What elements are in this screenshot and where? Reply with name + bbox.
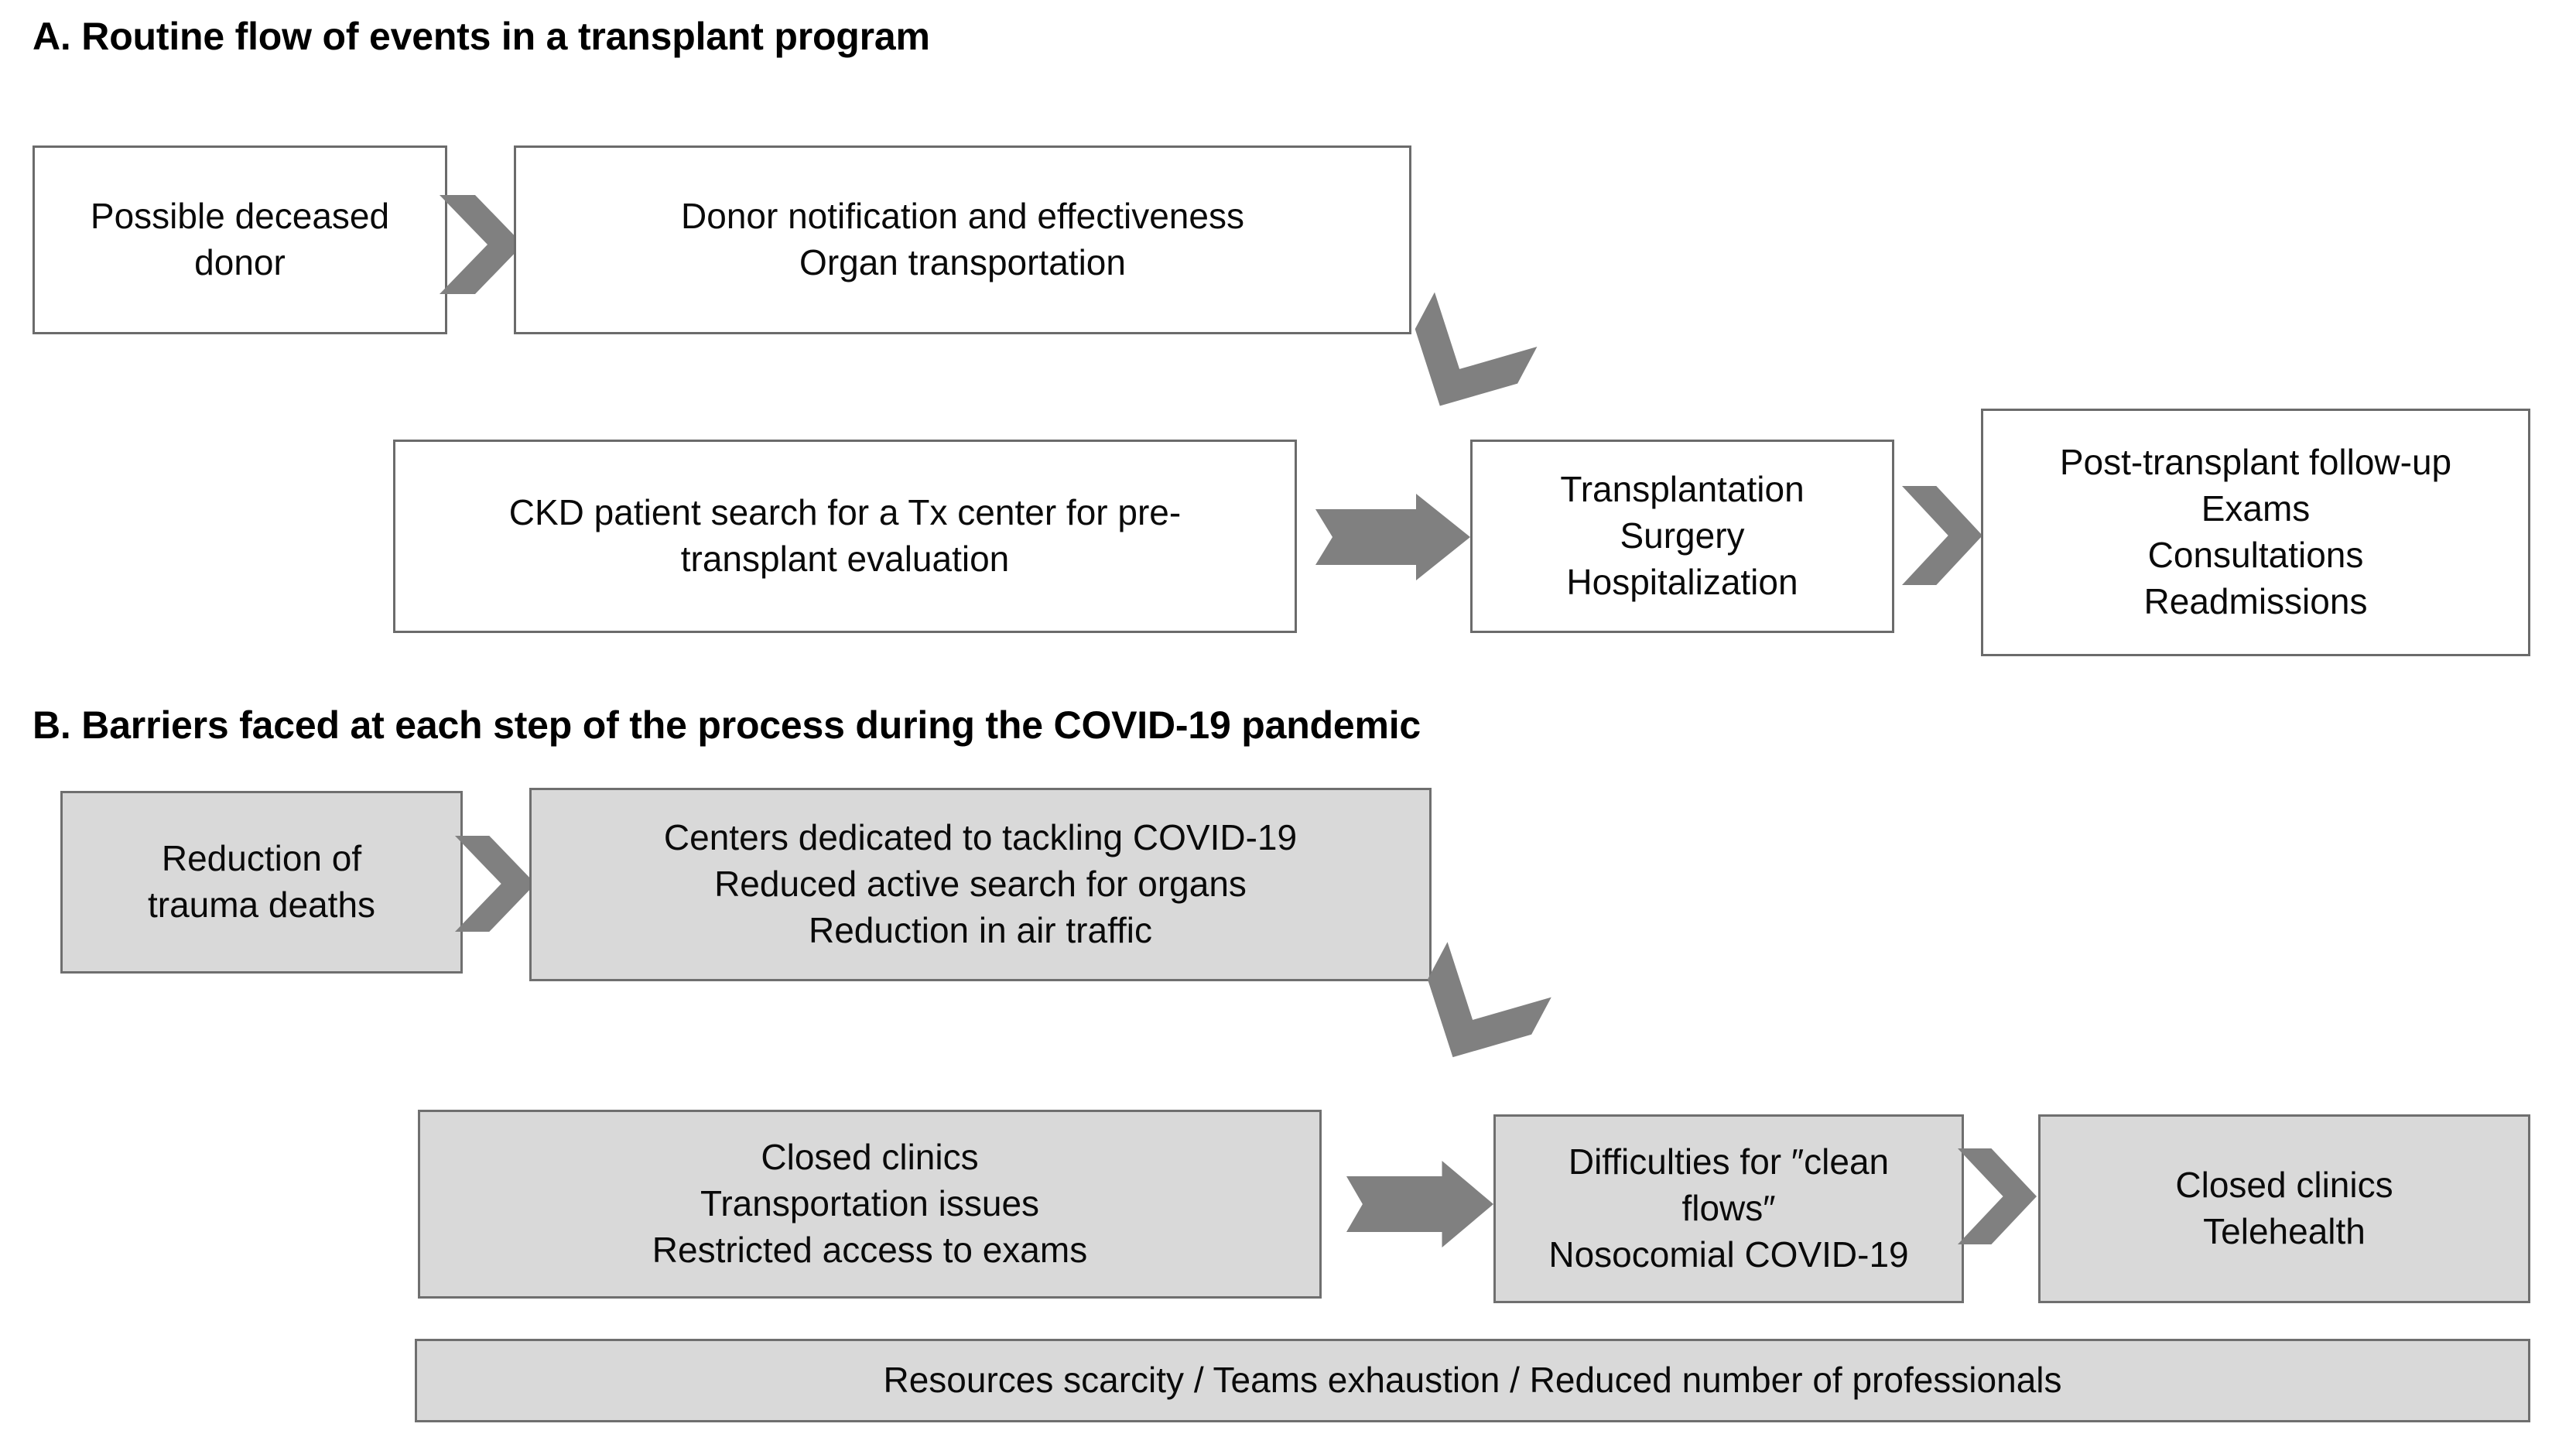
box-text: Centers dedicated to tackling COVID-19 R… [539, 815, 1421, 953]
section-a-title: A. Routine flow of events in a transplan… [32, 15, 930, 58]
block-arrow-right-icon-ckd-to-transplantation [1315, 494, 1470, 580]
box-possible-deceased-donor: Possible deceased donor [32, 145, 447, 334]
box-text-line: Hospitalization [1566, 561, 1798, 602]
box-text-line: Consultations [2147, 535, 2364, 575]
chevron-right-icon-trauma-to-centers [455, 836, 535, 932]
section-b-title: B. Barriers faced at each step of the pr… [32, 703, 1421, 747]
box-ckd-patient-search: CKD patient search for a Tx center for p… [393, 440, 1297, 633]
box-text-line: CKD patient search for a Tx center for p… [508, 492, 1182, 533]
box-text-line: Donor notification and effectiveness [681, 196, 1244, 237]
box-donor-notification: Donor notification and effectiveness Org… [514, 145, 1411, 334]
box-text-line: Transplantation [1560, 469, 1805, 510]
box-text-line: Centers dedicated to tackling COVID-19 [663, 817, 1298, 858]
box-text-line: Transportation issues [700, 1183, 1040, 1224]
box-text-line: Post-transplant follow-up [2059, 442, 2452, 483]
box-reduction-trauma-deaths: Reduction of trauma deaths [60, 791, 463, 974]
box-text-line: Restricted access to exams [652, 1229, 1088, 1270]
box-text-line: Organ transportation [799, 242, 1126, 282]
box-text: Resources scarcity / Teams exhaustion / … [425, 1357, 2520, 1404]
box-transplantation: Transplantation Surgery Hospitalization [1470, 440, 1894, 633]
chevron-right-icon-donor-to-notification [440, 195, 523, 294]
box-text-line: transplant evaluation [680, 539, 1010, 579]
chevron-right-icon-difficulties-to-telehealth [1958, 1148, 2037, 1244]
box-text: CKD patient search for a Tx center for p… [403, 490, 1287, 583]
box-text-line: Resources scarcity / Teams exhaustion / … [883, 1360, 2062, 1401]
chevron-down-icon-notification-to-transplantation [1401, 292, 1538, 429]
box-text-line: Telehealth [2203, 1211, 2366, 1251]
box-text-line: Surgery [1620, 515, 1745, 556]
box-text-line: Difficulties for ″clean [1568, 1141, 1890, 1182]
box-text-line: Readmissions [2143, 580, 2368, 621]
box-text-line: Reduction in air traffic [808, 909, 1153, 950]
box-text-line: flows″ [1681, 1188, 1776, 1229]
box-closed-clinics-telehealth: Closed clinics Telehealth [2038, 1114, 2530, 1303]
box-text: Donor notification and effectiveness Org… [524, 193, 1401, 286]
box-text-line: Closed clinics [2175, 1165, 2393, 1206]
chevron-right-icon-transplantation-to-followup [1902, 486, 1982, 585]
box-post-transplant-follow-up: Post-transplant follow-up Exams Consulta… [1981, 409, 2530, 656]
box-text-line: Exams [2201, 488, 2311, 529]
box-text: Post-transplant follow-up Exams Consulta… [1991, 440, 2520, 625]
box-text-line: Reduction of [161, 838, 362, 879]
box-text: Closed clinics Telehealth [2048, 1162, 2520, 1255]
box-text: Reduction of trauma deaths [70, 836, 453, 929]
box-text-line: Reduced active search for organs [714, 864, 1247, 905]
box-text-line: Possible deceased [90, 196, 390, 237]
block-arrow-right-icon-clinics-to-difficulties [1346, 1161, 1493, 1247]
box-closed-clinics-transport: Closed clinics Transportation issues Res… [418, 1110, 1322, 1299]
box-text-line: Nosocomial COVID-19 [1548, 1234, 1909, 1275]
box-text: Closed clinics Transportation issues Res… [428, 1134, 1312, 1273]
box-difficulties-clean-flows: Difficulties for ″clean flows″ Nosocomia… [1493, 1114, 1964, 1303]
box-text: Transplantation Surgery Hospitalization [1480, 467, 1884, 605]
box-resources-scarcity: Resources scarcity / Teams exhaustion / … [415, 1339, 2530, 1422]
box-text: Difficulties for ″clean flows″ Nosocomia… [1504, 1139, 1954, 1278]
box-text-line: trauma deaths [147, 885, 376, 925]
box-text: Possible deceased donor [43, 193, 437, 286]
box-centers-dedicated-covid: Centers dedicated to tackling COVID-19 R… [529, 788, 1432, 981]
chevron-down-icon-centers-to-clinics [1413, 942, 1551, 1080]
box-text-line: donor [194, 242, 286, 282]
box-text-line: Closed clinics [761, 1137, 979, 1178]
